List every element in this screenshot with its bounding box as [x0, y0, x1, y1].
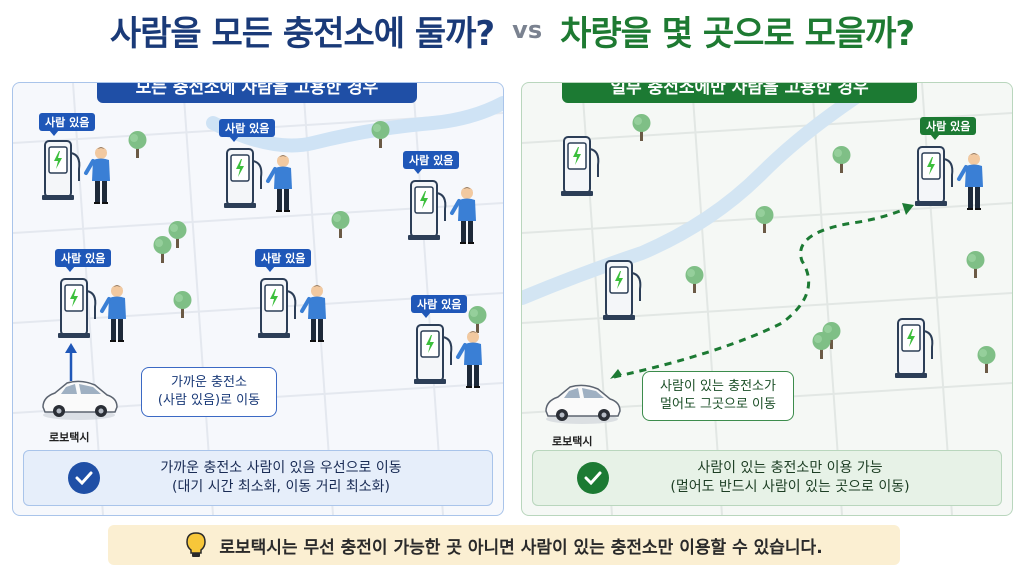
ev-charger-icon: [560, 136, 600, 197]
staff-badge: 사람 있음: [411, 295, 468, 318]
summary-line1: 사람이 있는 충전소만 이용 가능: [697, 460, 883, 476]
ev-charger-icon: [257, 278, 297, 339]
person-icon: [957, 151, 985, 211]
panel-some-stations-staffed: 일부 충전소에만 사람을 고용한 경우 사람 있음 로보택시 사람이 있는 충전…: [521, 82, 1013, 516]
route-callout: 가까운 충전소 (사람 있음)로 이동: [141, 367, 277, 417]
main-title: 사람을 모든 충전소에 둘까? vs 차량을 몇 곳으로 모을까?: [0, 6, 1024, 54]
ev-charger-icon: [894, 318, 934, 379]
callout-line1: 사람이 있는 충전소가: [660, 379, 776, 394]
route-callout: 사람이 있는 충전소가 멀어도 그곳으로 이동: [642, 371, 794, 421]
footer-note-box: 로보택시는 무선 충전이 가능한 곳 아니면 사람이 있는 충전소만 이용할 수…: [108, 525, 900, 565]
title-vs: vs: [512, 16, 543, 44]
right-panel-heading: 일부 충전소에만 사람을 고용한 경우: [562, 83, 917, 103]
lightbulb-icon: [186, 532, 207, 557]
staff-badge: 사람 있음: [55, 249, 112, 272]
check-icon: [68, 462, 100, 494]
robotaxi-label: 로보택시: [552, 435, 593, 448]
left-panel-heading: 모든 충전소에 사람을 고용한 경우: [97, 83, 417, 103]
title-left: 사람을 모든 충전소에 둘까?: [109, 13, 495, 54]
summary-line2: (대기 시간 최소화, 이동 거리 최소화): [172, 479, 390, 495]
footer-note: 로보택시는 무선 충전이 가능한 곳 아니면 사람이 있는 충전소만 이용할 수…: [219, 537, 823, 558]
staff-badge: 사람 있음: [219, 119, 276, 142]
check-icon: [577, 462, 609, 494]
left-summary: 가까운 충전소 사람이 있음 우선으로 이동 (대기 시간 최소화, 이동 거리…: [23, 450, 493, 506]
person-icon: [450, 185, 478, 245]
robotaxi-label: 로보택시: [49, 431, 90, 444]
person-icon: [100, 283, 128, 343]
staff-badge: 사람 있음: [255, 249, 312, 272]
person-icon: [456, 329, 484, 389]
ev-charger-icon: [57, 278, 97, 339]
staff-badge: 사람 있음: [39, 113, 96, 136]
person-icon: [266, 153, 294, 213]
staff-badge: 사람 있음: [403, 151, 460, 174]
ev-charger-icon: [407, 180, 447, 241]
callout-line2: 멀어도 그곳으로 이동: [660, 397, 776, 412]
summary-line2: (멀어도 반드시 사람이 있는 곳으로 이동): [670, 479, 910, 495]
summary-line1: 가까운 충전소 사람이 있음 우선으로 이동: [160, 460, 402, 476]
right-summary: 사람이 있는 충전소만 이용 가능 (멀어도 반드시 사람이 있는 곳으로 이동…: [532, 450, 1002, 506]
person-icon: [84, 145, 112, 205]
panel-all-stations-staffed: 모든 충전소에 사람을 고용한 경우 사람 있음 사람 있음 사람 있음 사람 …: [12, 82, 504, 516]
ev-charger-icon: [914, 146, 954, 207]
ev-charger-icon: [602, 260, 642, 321]
ev-charger-icon: [41, 140, 81, 201]
callout-line1: 가까운 충전소: [171, 375, 247, 390]
staff-badge: 사람 있음: [920, 117, 977, 140]
person-icon: [300, 283, 328, 343]
ev-charger-icon: [413, 324, 453, 385]
callout-line2: (사람 있음)로 이동: [157, 393, 261, 408]
title-right: 차량을 몇 곳으로 모을까?: [560, 13, 915, 54]
ev-charger-icon: [223, 148, 263, 209]
